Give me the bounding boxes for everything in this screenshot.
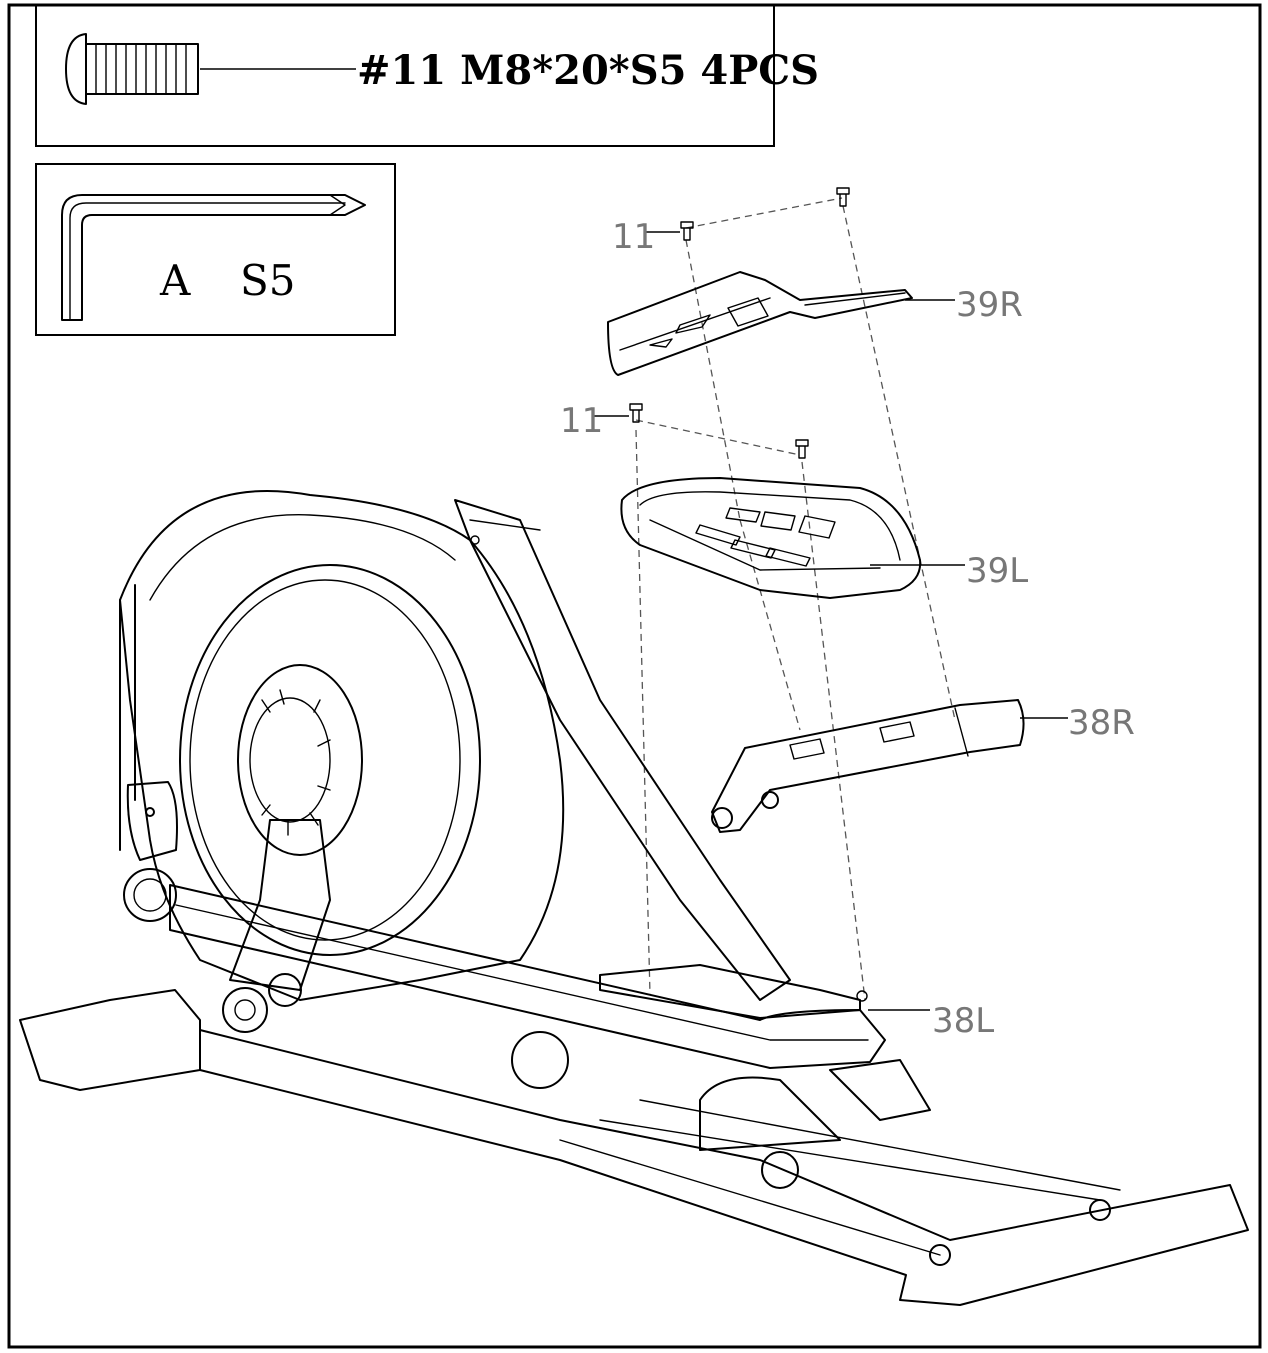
diagram-frame: [7, 3, 1262, 1349]
tool-letter: A: [159, 256, 191, 305]
callout-bolt-upper: 11: [612, 217, 655, 257]
pedal-right-39r: [607, 271, 913, 376]
bolt-upper-left: [680, 221, 694, 241]
allen-key-icon: [61, 194, 366, 321]
elliptical-frame: [19, 490, 1249, 1306]
callout-arm-left: 38L: [932, 1001, 994, 1041]
callout-pedal-left: 39L: [966, 551, 1028, 591]
tool-box: A S5: [35, 163, 396, 336]
tool-size: S5: [240, 256, 296, 305]
callout-bolt-lower: 11: [560, 401, 603, 441]
pedal-left-39l: [620, 477, 922, 599]
button-head-bolt-icon: [65, 33, 199, 105]
callout-pedal-right: 39R: [956, 285, 1023, 325]
bolt-upper-right: [836, 187, 850, 207]
bolt-lower-right: [795, 439, 809, 459]
hardware-box: #11 M8*20*S5 4PCS: [35, 4, 819, 147]
bolt-lower-left: [629, 403, 643, 423]
hardware-part-label: #11 M8*20*S5 4PCS: [357, 47, 819, 94]
assembly-guide-lines: [635, 197, 956, 1001]
pedal-arm-right-38r: [711, 699, 1025, 833]
callout-arm-right: 38R: [1068, 703, 1135, 743]
